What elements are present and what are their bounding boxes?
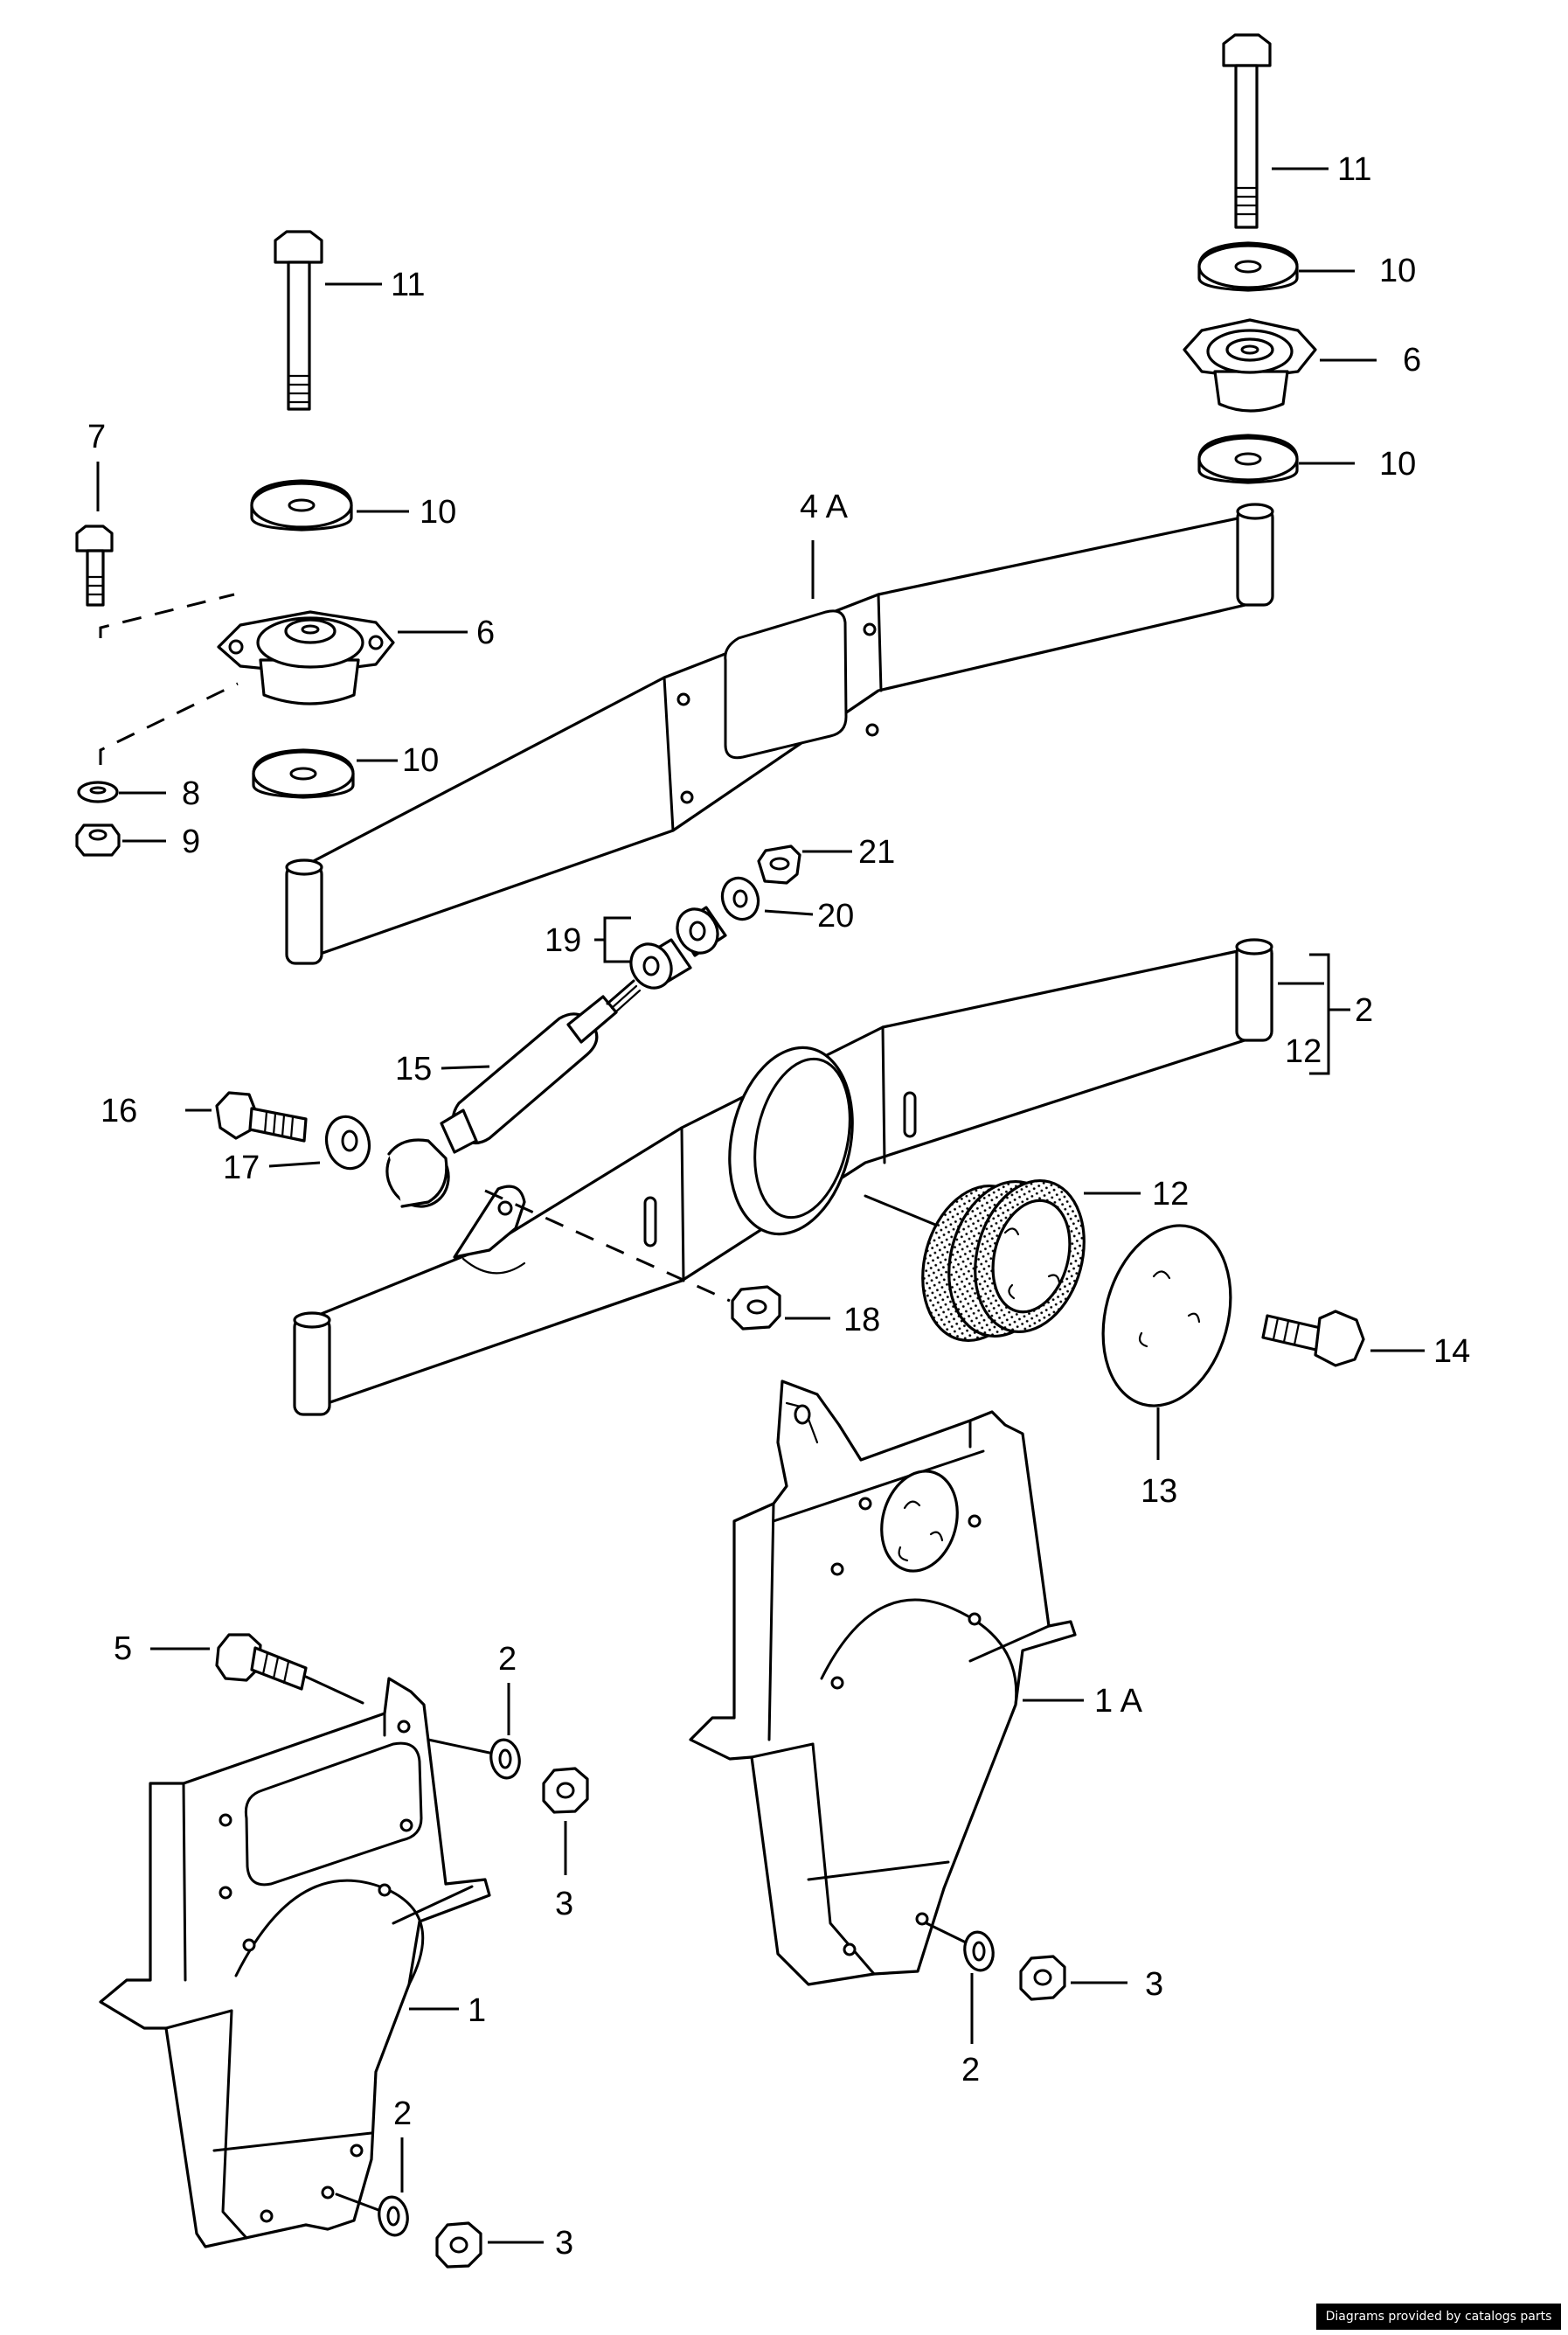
- callout-4: 4 A: [800, 489, 849, 525]
- callout-16: 16: [101, 1093, 137, 1129]
- callout-10-left-top: 10: [420, 494, 456, 531]
- callout-7: 7: [87, 419, 106, 455]
- left-mount-stack: [75, 230, 395, 857]
- bracket-1a: [689, 1379, 1077, 2001]
- callout-10-right-top: 10: [1379, 253, 1416, 289]
- credit-badge: Diagrams provided by catalogs parts: [1316, 2304, 1561, 2330]
- callout-21: 21: [858, 834, 895, 871]
- callout-11-left: 11: [391, 267, 425, 303]
- lower-crossmember: [293, 938, 1273, 1416]
- callout-2-left-top: 2: [498, 1641, 517, 1678]
- callout-1: 1: [468, 1992, 486, 2029]
- callout-labels: 11 10 6 10 4 A 11 10 6 10 7 8 9 21 20 19…: [87, 151, 1470, 2262]
- callout-3-right: 3: [1145, 1966, 1163, 2003]
- shock-absorber-group: [215, 844, 801, 1331]
- callout-14: 14: [1433, 1333, 1470, 1370]
- callout-12: 12: [1152, 1176, 1189, 1213]
- callout-6-right: 6: [1403, 342, 1421, 379]
- callout-19: 19: [545, 922, 581, 959]
- callout-12-bracket: 12: [1285, 1033, 1322, 1070]
- callout-15: 15: [395, 1051, 432, 1088]
- callout-1a: 1 A: [1094, 1683, 1143, 1720]
- right-mount-stack: [1183, 33, 1317, 484]
- callout-18: 18: [843, 1302, 880, 1338]
- callout-2-left-bottom: 2: [393, 2095, 412, 2132]
- callout-10-right-bottom: 10: [1379, 446, 1416, 483]
- callout-13: 13: [1141, 1473, 1177, 1510]
- callout-4a: 2: [1355, 992, 1373, 1029]
- callout-10-left-bottom: 10: [402, 742, 439, 779]
- upper-crossmember: [285, 503, 1274, 965]
- callout-6-left: 6: [476, 615, 495, 651]
- bracket-1: [99, 1633, 589, 2269]
- callout-5: 5: [114, 1630, 132, 1667]
- callout-8: 8: [182, 775, 200, 812]
- callout-2-right: 2: [961, 2052, 980, 2088]
- callout-17: 17: [223, 1150, 260, 1186]
- callout-11-right: 11: [1337, 151, 1371, 188]
- leader-lines: [96, 167, 1425, 2244]
- callout-9: 9: [182, 824, 200, 860]
- callout-3-left-top: 3: [555, 1886, 573, 1922]
- bushing-assembly: [864, 1178, 1365, 1407]
- callout-20: 20: [817, 898, 854, 935]
- callout-3-left-bottom: 3: [555, 2225, 573, 2262]
